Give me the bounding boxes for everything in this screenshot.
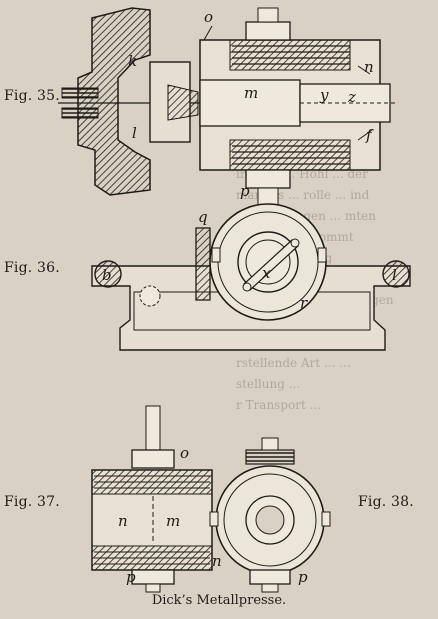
letter-r: r (300, 294, 308, 312)
letter-o-fig35: o (204, 8, 213, 26)
letter-x: x (262, 264, 271, 282)
figure-caption: Dick’s Metallpresse. (151, 593, 287, 608)
letter-p-fig37: p (126, 568, 136, 586)
letter-m-fig37: m (166, 512, 180, 530)
letter-n-fig35: n (364, 58, 374, 76)
fig37-label: Fig. 37. (4, 494, 60, 510)
letter-n-fig37-b: n (212, 552, 222, 570)
letter-m-fig35: m (244, 84, 258, 102)
letter-o-fig37: o (180, 444, 189, 462)
fig38-label: Fig. 38. (358, 494, 414, 510)
letter-n-fig37: n (118, 512, 128, 530)
letter-p-fig35: p (240, 182, 250, 200)
letter-f: f (365, 126, 374, 144)
letter-p-fig38: p (298, 568, 308, 586)
fig36-label: Fig. 36. (4, 260, 60, 276)
letter-k: k (128, 52, 137, 70)
letter-l-fig35: l (132, 124, 137, 142)
fig35-drawing (58, 7, 395, 209)
letter-l-fig36: l (392, 266, 397, 284)
letter-z: z (347, 88, 356, 106)
letter-q: q (198, 208, 208, 226)
letter-y: y (319, 86, 329, 104)
fig36-drawing (91, 203, 411, 351)
fig38-drawing (209, 437, 331, 593)
fig35-label: Fig. 35. (4, 88, 60, 104)
letter-b: b (102, 266, 112, 284)
fig37-drawing (91, 405, 226, 593)
